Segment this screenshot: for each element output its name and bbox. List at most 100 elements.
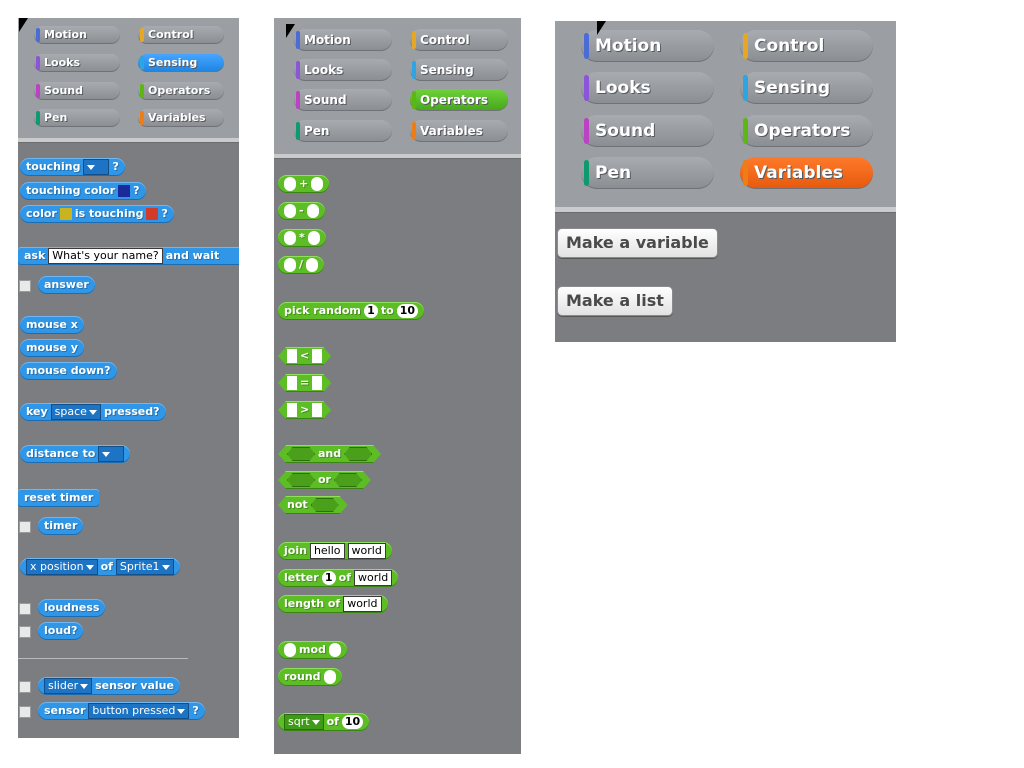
category-operators[interactable]: Operators [138, 82, 224, 100]
mod-block[interactable]: mod [278, 641, 347, 659]
sensor-dropdown[interactable]: slider [44, 678, 93, 694]
touching-color-block[interactable]: touching color ? [20, 182, 146, 200]
number-slot[interactable] [284, 231, 296, 245]
number-slot[interactable] [306, 204, 319, 218]
category-sound[interactable]: Sound [294, 89, 392, 111]
sensor-value-block[interactable]: slider sensor value [38, 677, 180, 695]
boolean-slot[interactable] [344, 447, 372, 461]
touching-block[interactable]: touching ? [20, 158, 125, 176]
key-pressed-block[interactable]: key space pressed? [20, 403, 166, 421]
touching-dropdown[interactable] [83, 159, 110, 175]
category-looks[interactable]: Looks [34, 54, 120, 72]
color-swatch[interactable] [59, 208, 72, 220]
timer-block[interactable]: timer [38, 517, 84, 535]
number-slot[interactable] [323, 670, 336, 684]
category-motion[interactable]: Motion [581, 30, 714, 62]
boolean-slot[interactable] [334, 473, 362, 487]
sqrt-of-block[interactable]: sqrt of 10 [278, 713, 370, 731]
value-slot[interactable] [287, 349, 297, 363]
divide-block[interactable]: / [278, 256, 325, 274]
join-second-input[interactable]: world [347, 543, 386, 559]
category-operators[interactable]: Operators [410, 89, 508, 111]
make-list-button[interactable]: Make a list [557, 286, 673, 316]
category-variables[interactable]: Variables [138, 109, 224, 127]
not-block[interactable]: not [278, 496, 348, 514]
category-motion[interactable]: Motion [34, 26, 120, 44]
number-slot[interactable] [284, 643, 296, 657]
mouse-down-block[interactable]: mouse down? [20, 362, 117, 380]
value-slot[interactable] [312, 376, 322, 390]
math-function-dropdown[interactable]: sqrt [284, 714, 324, 730]
value-slot[interactable] [287, 403, 297, 417]
number-slot[interactable] [328, 643, 341, 657]
key-dropdown[interactable]: space [50, 404, 101, 420]
less-than-block[interactable]: < [278, 347, 331, 365]
join-block[interactable]: join hello world [278, 542, 392, 560]
color-swatch[interactable] [146, 208, 159, 220]
sprite-dropdown[interactable]: Sprite1 [115, 559, 174, 575]
reset-timer-block[interactable]: reset timer [18, 489, 100, 507]
round-block[interactable]: round [278, 668, 342, 686]
category-variables[interactable]: Variables [740, 157, 873, 189]
number-slot[interactable] [284, 258, 296, 272]
random-to-input[interactable]: 10 [396, 304, 419, 318]
category-variables[interactable]: Variables [410, 120, 508, 142]
distance-dropdown[interactable] [98, 446, 125, 462]
color-touching-block[interactable]: color is touching ? [20, 205, 174, 223]
make-variable-button[interactable]: Make a variable [557, 228, 718, 258]
attribute-of-block[interactable]: x position of Sprite1 [20, 558, 180, 576]
category-operators[interactable]: Operators [740, 115, 873, 147]
ask-text-input[interactable]: What's your name? [48, 248, 163, 264]
category-sensing[interactable]: Sensing [410, 59, 508, 81]
sqrt-value-input[interactable]: 10 [341, 715, 364, 729]
category-control[interactable]: Control [410, 29, 508, 51]
sensor-pressed-block[interactable]: sensor button pressed ? [38, 702, 205, 720]
pick-random-block[interactable]: pick random 1 to 10 [278, 302, 425, 320]
category-control[interactable]: Control [138, 26, 224, 44]
category-motion[interactable]: Motion [294, 29, 392, 51]
loud-block[interactable]: loud? [38, 622, 84, 640]
letter-of-block[interactable]: letter 1 of world [278, 569, 399, 587]
number-slot[interactable] [284, 204, 296, 218]
value-slot[interactable] [287, 376, 297, 390]
category-pen[interactable]: Pen [581, 157, 714, 189]
button-dropdown[interactable]: button pressed [88, 703, 190, 719]
mouse-y-block[interactable]: mouse y [20, 339, 84, 357]
join-first-input[interactable]: hello [309, 543, 345, 559]
category-sound[interactable]: Sound [34, 82, 120, 100]
boolean-slot[interactable] [287, 473, 315, 487]
equals-block[interactable]: = [278, 374, 331, 392]
loud-checkbox[interactable] [19, 626, 31, 638]
category-sensing[interactable]: Sensing [740, 72, 873, 104]
loudness-checkbox[interactable] [19, 603, 31, 615]
category-sensing[interactable]: Sensing [138, 54, 224, 72]
category-sound[interactable]: Sound [581, 115, 714, 147]
greater-than-block[interactable]: > [278, 401, 331, 419]
value-slot[interactable] [312, 349, 322, 363]
answer-block[interactable]: answer [38, 276, 95, 294]
category-control[interactable]: Control [740, 30, 873, 62]
number-slot[interactable] [284, 177, 296, 191]
loudness-block[interactable]: loudness [38, 599, 106, 617]
boolean-slot[interactable] [311, 498, 339, 512]
ask-and-wait-block[interactable]: ask What's your name? and wait [18, 247, 239, 265]
color-swatch[interactable] [118, 185, 131, 197]
timer-checkbox[interactable] [19, 521, 31, 533]
boolean-slot[interactable] [287, 447, 315, 461]
letter-index-input[interactable]: 1 [321, 571, 336, 585]
attribute-dropdown[interactable]: x position [26, 559, 98, 575]
sensor-value-checkbox[interactable] [19, 681, 31, 693]
length-of-block[interactable]: length of world [278, 595, 388, 613]
category-pen[interactable]: Pen [294, 120, 392, 142]
value-slot[interactable] [312, 403, 322, 417]
distance-to-block[interactable]: distance to [20, 445, 131, 463]
sensor-pressed-checkbox[interactable] [19, 706, 31, 718]
number-slot[interactable] [306, 258, 319, 272]
number-slot[interactable] [311, 177, 324, 191]
and-block[interactable]: and [278, 445, 381, 463]
random-from-input[interactable]: 1 [363, 304, 378, 318]
category-looks[interactable]: Looks [581, 72, 714, 104]
add-block[interactable]: + [278, 175, 330, 193]
mouse-x-block[interactable]: mouse x [20, 316, 84, 334]
category-looks[interactable]: Looks [294, 59, 392, 81]
